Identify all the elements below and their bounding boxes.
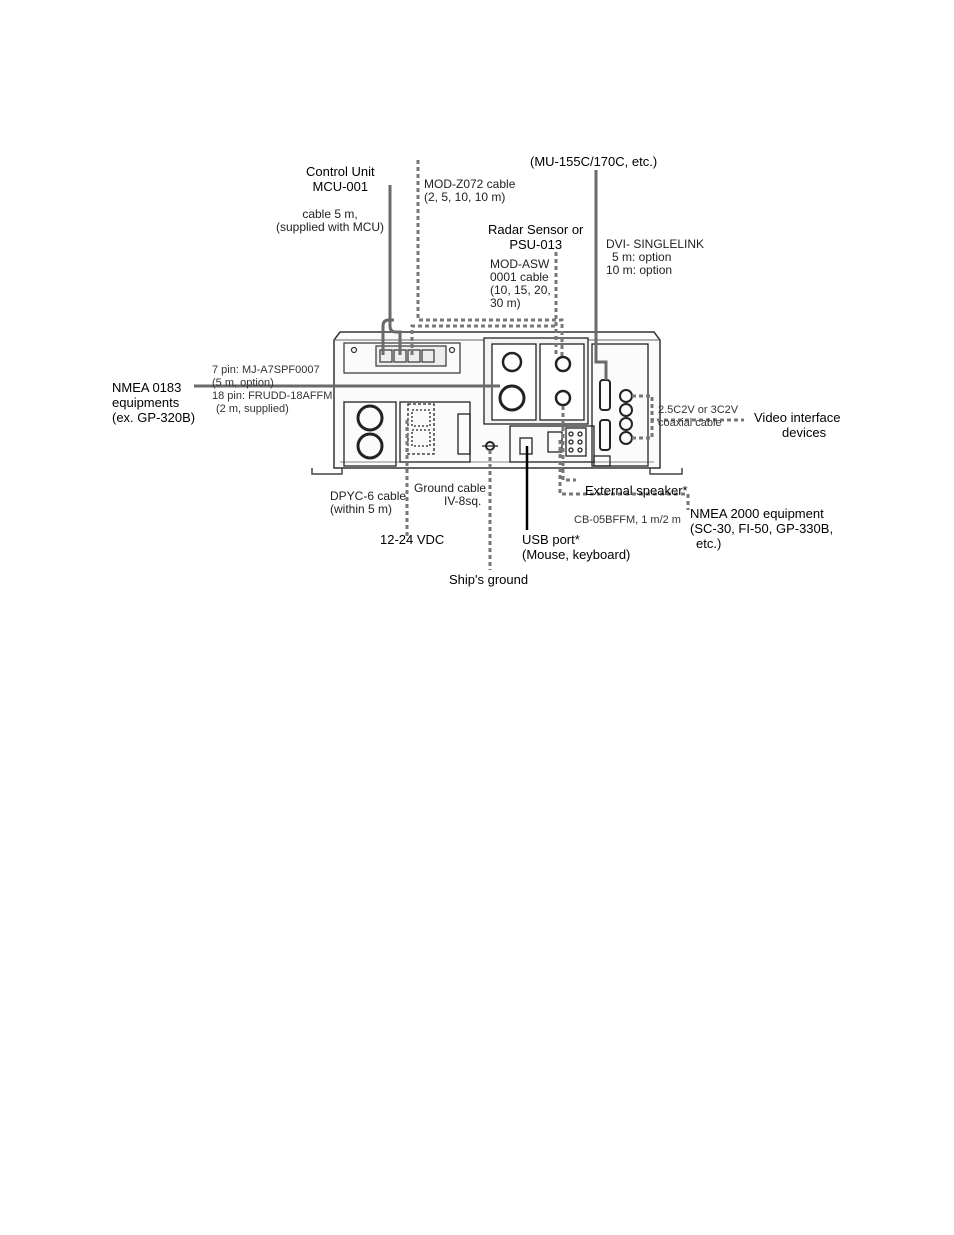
dashed-cables bbox=[405, 160, 744, 570]
solid-cables bbox=[194, 170, 608, 388]
connector-panel bbox=[482, 337, 595, 463]
lan-port-panel bbox=[343, 342, 461, 374]
monitor-label: (MU-155C/170C, etc.) bbox=[530, 154, 658, 169]
power-label: 12-24 VDC bbox=[380, 532, 445, 547]
dpyc-cable-label: DPYC-6 cable(within 5 m) bbox=[330, 489, 407, 516]
usb-port-label: USB port*(Mouse, keyboard) bbox=[522, 532, 631, 562]
mod-z072-label: MOD-Z072 cable(2, 5, 10, 10 m) bbox=[424, 177, 516, 204]
external-speaker-label: External speaker* bbox=[585, 483, 688, 498]
nmea2000-equipment-label: NMEA 2000 equipment(SC-30, FI-50, GP-330… bbox=[690, 506, 834, 551]
ships-ground-label: Ship's ground bbox=[449, 572, 529, 587]
video-devices-label: Video interface devices bbox=[754, 410, 841, 440]
ground-cable-label: Ground cable IV-8sq. bbox=[414, 481, 487, 508]
mcu-cable-label: cable 5 m,(supplied with MCU) bbox=[276, 207, 385, 234]
dvi-label: DVI- SINGLELINK 5 m: option 10 m: option bbox=[606, 237, 705, 277]
nmea0183-cable-label: 7 pin: MJ-A7SPF0007(5 m, option) 18 pin:… bbox=[212, 364, 333, 415]
cb-cable-label: CB-05BFFM, 1 m/2 m bbox=[574, 514, 681, 526]
